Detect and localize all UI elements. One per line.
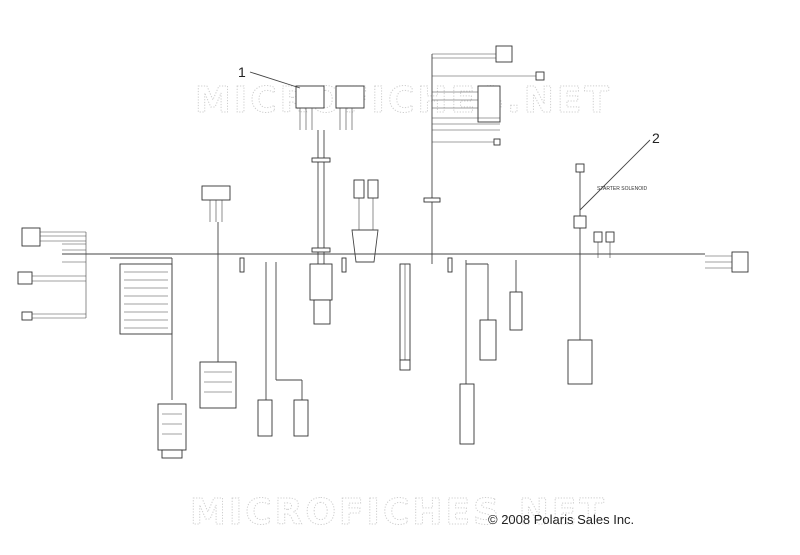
- stub-2: [341, 257, 347, 273]
- left-connector-cluster: [17, 227, 87, 321]
- connectors-bottom-middle: [257, 262, 309, 437]
- connector-bottom-left: [157, 403, 187, 459]
- callout-1: 1: [238, 64, 246, 80]
- twin-connectors: [295, 85, 365, 325]
- relay-fuse-block: [110, 257, 173, 400]
- copyright-text: © 2008 Polaris Sales Inc.: [488, 512, 634, 527]
- watermark-top: MICROFICHES.NET: [195, 80, 612, 121]
- stub-1: [239, 257, 245, 273]
- connectors-right-branch: [459, 260, 523, 445]
- right-end-connector: [705, 251, 749, 273]
- callout-2: 2: [652, 130, 660, 146]
- callout-2-leader: [579, 139, 651, 211]
- starter-solenoid-region: STARTER SOLENOID: [567, 163, 647, 385]
- connector-cluster-top-right: [423, 45, 545, 264]
- callout-1-leader: [249, 71, 301, 89]
- connector-center-long: [399, 263, 411, 371]
- stub-3: [447, 257, 453, 273]
- starter-solenoid-label: STARTER SOLENOID: [597, 186, 647, 192]
- watermark-bottom: MICROFICHES.NET: [190, 492, 607, 533]
- connector-a: [199, 185, 237, 409]
- connector-pair-center: [351, 179, 379, 263]
